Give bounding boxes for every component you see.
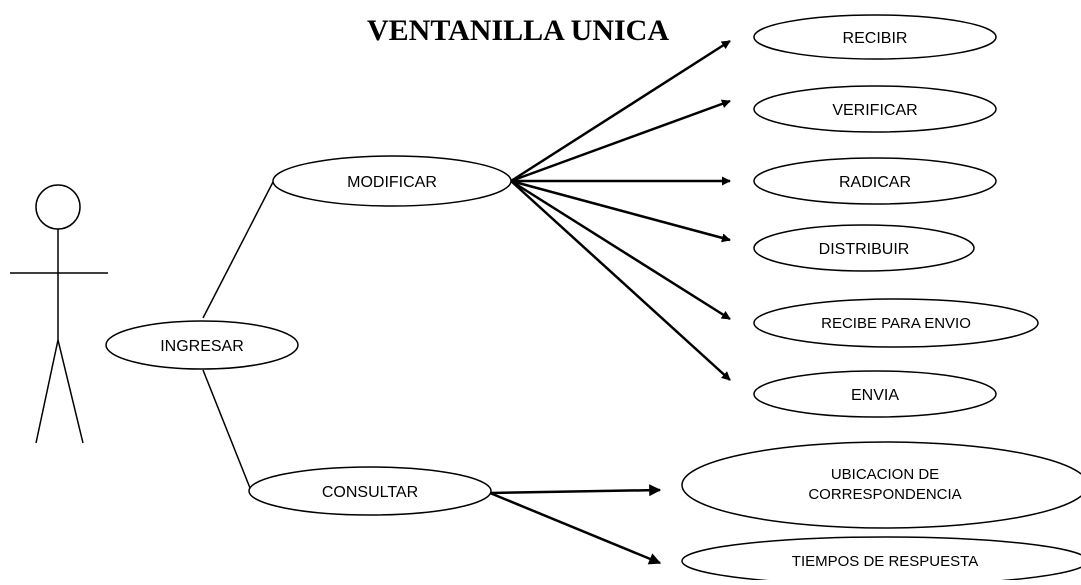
use-case-modificar: MODIFICAR: [272, 155, 512, 207]
arrow-to-ubicacion: [489, 484, 662, 497]
arrow-to-verificar: [510, 99, 731, 183]
arrow-to-tiempos: [489, 491, 662, 565]
use-case-verificar-label: VERIFICAR: [832, 102, 917, 119]
use-case-tiempos-respuesta: TIEMPOS DE RESPUESTA: [681, 536, 1081, 585]
use-case-ubicacion-label-line1: UBICACION DE: [831, 466, 939, 483]
use-case-ubicacion-label-line2: CORRESPONDENCIA: [808, 486, 961, 503]
use-case-recibe-para-envio-label: RECIBE PARA ENVIO: [821, 315, 971, 332]
actor-icon: [10, 184, 108, 444]
use-case-distribuir-label: DISTRIBUIR: [819, 241, 910, 258]
arrow-to-recibir: [510, 39, 731, 183]
association-ingresar-modificar: [202, 181, 274, 319]
use-case-envia-label: ENVIA: [851, 387, 899, 404]
diagram-title: VENTANILLA UNICA: [367, 14, 669, 47]
association-ingresar-consultar: [202, 369, 251, 489]
use-case-envia: ENVIA: [753, 370, 997, 418]
use-case-ingresar-label: INGRESAR: [160, 338, 244, 355]
use-case-ubicacion-correspondencia: UBICACION DE CORRESPONDENCIA: [681, 441, 1081, 529]
use-case-consultar-label: CONSULTAR: [322, 484, 418, 501]
use-case-modificar-label: MODIFICAR: [347, 174, 437, 191]
use-case-tiempos-respuesta-label: TIEMPOS DE RESPUESTA: [792, 553, 978, 570]
use-case-consultar: CONSULTAR: [248, 466, 492, 516]
use-case-recibir: RECIBIR: [753, 14, 997, 60]
arrow-to-distribuir: [510, 179, 731, 243]
use-case-radicar-label: RADICAR: [839, 174, 911, 191]
use-case-recibir-label: RECIBIR: [843, 30, 908, 47]
use-case-verificar: VERIFICAR: [753, 85, 997, 133]
use-case-ingresar: INGRESAR: [105, 320, 299, 370]
use-case-recibe-para-envio: RECIBE PARA ENVIO: [753, 298, 1039, 348]
use-case-distribuir: DISTRIBUIR: [753, 224, 975, 272]
arrow-to-envia: [510, 180, 731, 381]
arrow-to-recibe-para-envio: [510, 179, 731, 321]
use-case-radicar: RADICAR: [753, 157, 997, 205]
